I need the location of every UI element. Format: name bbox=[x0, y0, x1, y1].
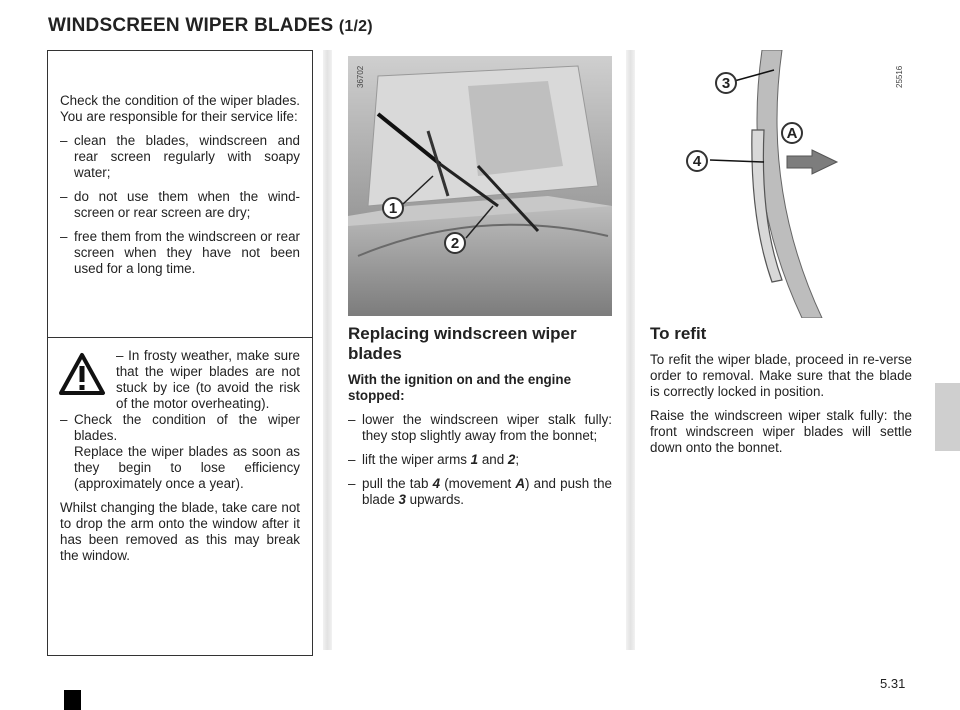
refit-section: To refit To refit the wiper blade, proce… bbox=[650, 324, 912, 464]
callout-2: 2 bbox=[444, 232, 466, 254]
callout-A: A bbox=[781, 122, 803, 144]
list-item: –clean the blades, windscreen and rear s… bbox=[60, 133, 300, 180]
replacing-section: Replacing windscreen wiper blades With t… bbox=[348, 324, 612, 516]
list-item: – lift the wiper arms 1 and 2; bbox=[348, 452, 520, 467]
vehicle-windscreen-image bbox=[348, 56, 612, 316]
figure-wiper-blade-illustration: 3 4 A bbox=[652, 50, 912, 318]
list-item: –free them from the windscreen or rear s… bbox=[60, 229, 300, 276]
figure-id: 25516 bbox=[895, 65, 904, 88]
figure-id: 36702 bbox=[356, 65, 365, 88]
warning-item: – Check the condition of the wiper blade… bbox=[60, 412, 300, 491]
refit-paragraph: To refit the wiper blade, proceed in re-… bbox=[650, 352, 912, 399]
page-corner-mark bbox=[64, 690, 81, 710]
info-box: Check the condition of the wiper blades.… bbox=[47, 50, 313, 338]
page-title: WINDSCREEN WIPER BLADES (1/2) bbox=[48, 15, 373, 36]
lead-text: With the ignition on and the engine stop… bbox=[348, 372, 572, 403]
list-item: –do not use them when the wind-screen or… bbox=[60, 189, 300, 220]
section-heading: Replacing windscreen wiper blades bbox=[348, 324, 577, 363]
column-divider bbox=[323, 50, 332, 650]
section-heading: To refit bbox=[650, 324, 707, 343]
figure-windscreen-illustration: 1 2 bbox=[348, 56, 612, 316]
column-divider bbox=[626, 50, 635, 650]
warning-item: – In frosty weather, make sure that the … bbox=[116, 348, 300, 411]
callout-1: 1 bbox=[382, 197, 404, 219]
info-intro: Check the condition of the wiper blades.… bbox=[60, 93, 300, 124]
callout-3: 3 bbox=[715, 72, 737, 94]
list-item: – pull the tab 4 (movement A) and push t… bbox=[348, 476, 612, 507]
warning-note: Whilst changing the blade, take care not… bbox=[60, 500, 300, 563]
warning-box: – In frosty weather, make sure that the … bbox=[47, 337, 313, 656]
wiper-blade-image bbox=[709, 50, 839, 318]
refit-paragraph: Raise the windscreen wiper stalk fully: … bbox=[650, 408, 912, 455]
chapter-tab bbox=[935, 383, 960, 451]
warning-triangle-icon bbox=[59, 353, 105, 395]
callout-4: 4 bbox=[686, 150, 708, 172]
list-item: –lower the windscreen wiper stalk fully:… bbox=[348, 412, 612, 443]
callout-lines bbox=[402, 175, 494, 239]
page-number: 5.31 bbox=[880, 676, 906, 691]
